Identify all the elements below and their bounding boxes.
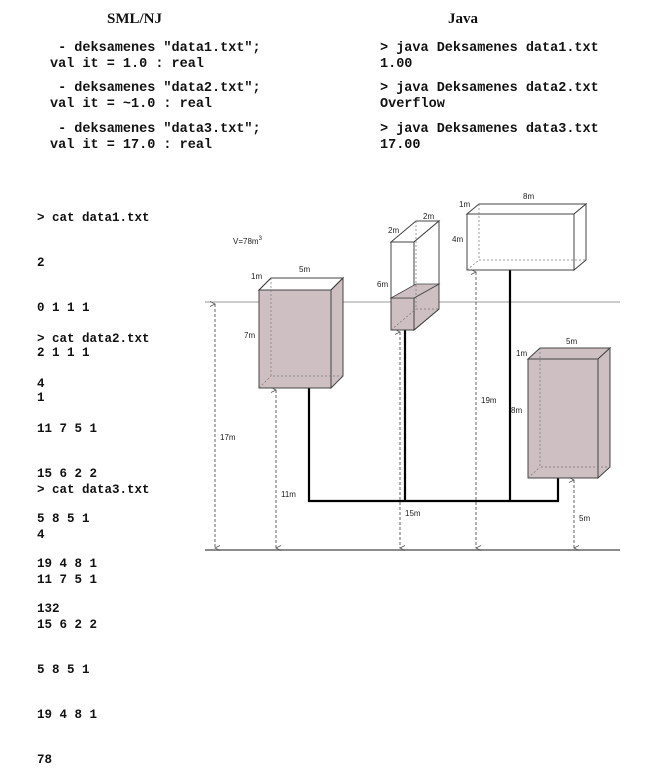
java-header: Java	[448, 11, 478, 27]
data-file-3: > cat data3.txt 4 11 7 5 1 15 6 2 2 5 8 …	[37, 453, 150, 783]
file-line: 78	[37, 753, 53, 767]
height-11m-label: 11m	[281, 490, 296, 499]
tank1-height-label: 7m	[244, 331, 255, 340]
java-output: 1.00	[380, 57, 413, 72]
sml-example-1: - deksamenes "data1.txt";val it = 1.0 : …	[50, 41, 261, 73]
data-file-1: > cat data1.txt 2 0 1 1 1 2 1 1 1 1	[37, 181, 150, 421]
tank4-depth-label: 1m	[516, 349, 527, 358]
file-line: 19 4 8 1	[37, 708, 98, 722]
java-output: 17.00	[380, 138, 421, 153]
tank-1	[257, 276, 345, 390]
file-line: 0 1 1 1	[37, 301, 90, 315]
java-command: > java Deksamenes data3.txt	[380, 122, 599, 137]
cat-command: > cat data2.txt	[37, 332, 150, 346]
file-line: 15 6 2 2	[37, 618, 98, 632]
cat-command: > cat data3.txt	[37, 483, 150, 497]
file-line: 2 1 1 1	[37, 346, 90, 360]
sml-command: - deksamenes "data1.txt";	[50, 41, 261, 56]
file-line: 11 7 5 1	[37, 422, 98, 436]
tank1-depth-label: 1m	[251, 272, 262, 281]
height-19m-label: 19m	[481, 396, 497, 405]
file-line: 5 8 5 1	[37, 663, 90, 677]
tank-4	[526, 346, 612, 480]
file-line: 4	[37, 377, 45, 391]
java-command: > java Deksamenes data2.txt	[380, 81, 599, 96]
sml-output: val it = 17.0 : real	[50, 138, 213, 153]
file-line: 11 7 5 1	[37, 573, 98, 587]
java-output: Overflow	[380, 97, 445, 112]
tank2-width-label: 2m	[423, 212, 434, 221]
height-arrows	[209, 269, 580, 551]
tank2-depth-label: 2m	[388, 226, 399, 235]
tank1-width-label: 5m	[299, 265, 310, 274]
volume-label: V=78m3	[233, 236, 263, 246]
sml-command: - deksamenes "data2.txt";	[50, 81, 261, 96]
sml-example-3: - deksamenes "data3.txt";val it = 17.0 :…	[50, 122, 261, 154]
file-line: 4	[37, 528, 45, 542]
sml-output: val it = ~1.0 : real	[50, 97, 213, 112]
sml-output: val it = 1.0 : real	[50, 57, 204, 72]
sml-command: - deksamenes "data3.txt";	[50, 122, 261, 137]
file-line: 15 6 2 2	[37, 467, 98, 481]
tank-3	[465, 202, 588, 272]
tank3-width-label: 8m	[523, 192, 534, 201]
sml-header: SML/NJ	[107, 11, 163, 27]
java-command: > java Deksamenes data1.txt	[380, 41, 599, 56]
tank-2	[389, 219, 441, 332]
height-15m-label: 15m	[405, 509, 421, 518]
file-line: 2	[37, 256, 45, 270]
tank-diagram: V=78m3 1m 5m 7m 2m 2m 6m 1m 8m 4m 1m 5m …	[205, 192, 620, 551]
tank4-width-label: 5m	[566, 337, 577, 346]
height-5m-label: 5m	[579, 514, 590, 523]
sml-example-2: - deksamenes "data2.txt";val it = ~1.0 :…	[50, 81, 261, 113]
tank2-height-label: 6m	[377, 280, 388, 289]
tank3-height-label: 4m	[452, 235, 463, 244]
file-line: 1	[37, 391, 45, 405]
height-17m-label: 17m	[220, 433, 236, 442]
file-line: 5 8 5 1	[37, 512, 90, 526]
tank4-height-label: 8m	[511, 406, 522, 415]
tank3-depth-label: 1m	[459, 200, 470, 209]
file-line: 19 4 8 1	[37, 557, 98, 571]
cat-command: > cat data1.txt	[37, 211, 150, 225]
